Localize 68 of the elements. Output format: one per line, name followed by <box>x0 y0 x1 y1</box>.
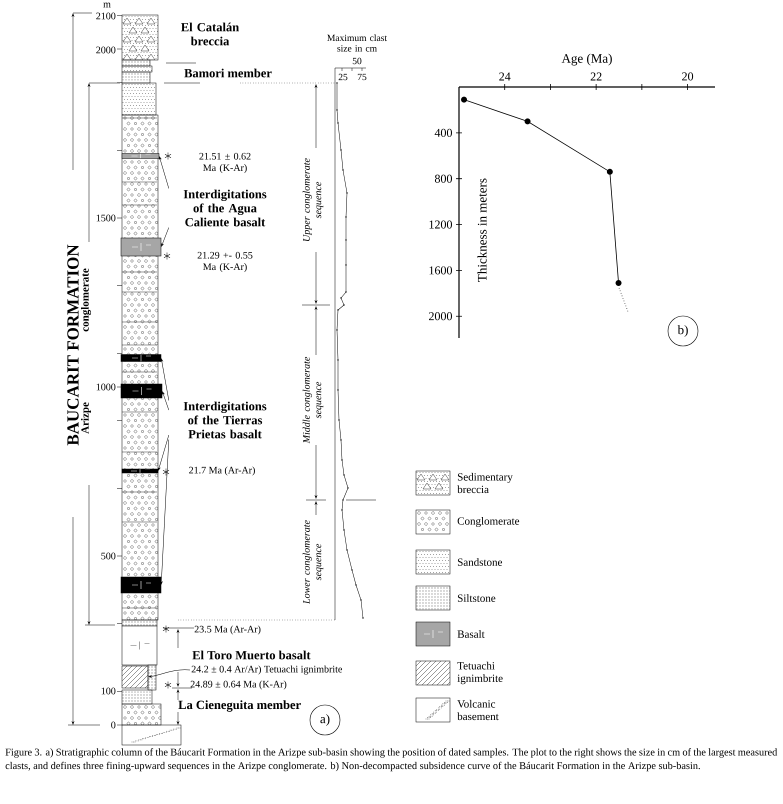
leader-arrow <box>158 434 170 471</box>
member-label: conglomerate <box>80 268 92 332</box>
tick-label: 75 <box>358 74 366 80</box>
legend-label: Conglomerate <box>458 517 520 527</box>
point <box>524 118 531 124</box>
x-tick-label: 24 <box>499 72 511 80</box>
basalt-layer <box>120 238 162 256</box>
legend-label: Tetuachi ignimbrite <box>457 662 503 684</box>
legend-label: Basalt <box>458 630 485 638</box>
legend-label: Sedimentary breccia <box>457 472 513 494</box>
basalt-layer <box>120 384 162 398</box>
y-tick-label: 1600 <box>430 266 452 274</box>
date-label: 23.5 Ma (Ar-Ar) <box>194 625 260 635</box>
depth-label: 500 <box>101 552 116 560</box>
leader-arrow <box>161 227 170 247</box>
leader-arrow <box>158 156 170 189</box>
legend-label: Volcanic basement <box>457 700 499 720</box>
y-tick-label: 2000 <box>429 312 452 320</box>
panel-label: a) <box>310 704 340 736</box>
depth-label: 0 <box>111 722 116 728</box>
legend-label: Sandstone <box>458 558 502 566</box>
basalt-layer <box>122 153 160 159</box>
x-axis-title: Age (Ma) <box>562 54 612 66</box>
date-label: 24.2 ± 0.4 Ar/Ar) Tetuachi ignimbrite <box>192 665 342 675</box>
x-tick-label: 20 <box>682 72 694 80</box>
y-axis-title: Thickness in meters <box>477 178 487 282</box>
leader-arrow <box>160 439 170 585</box>
tick-label: 25 <box>338 74 348 80</box>
sequence-label: Lower conglomerate sequence <box>302 520 324 604</box>
panel-label: b) <box>668 316 698 346</box>
sequence-label: Middle conglomerate sequence <box>302 356 324 444</box>
y-tick-label: 1200 <box>430 220 452 229</box>
unit-label: Interdigitations of the Tierras Prietas basalt <box>184 402 266 438</box>
unit-label: Bamori member <box>184 68 272 78</box>
legend-label: Siltstone <box>458 594 496 602</box>
x-tick-label: 22 <box>590 72 602 80</box>
date-label: 21.29 +- 0.55 Ma (K-Ar) <box>198 252 252 272</box>
unit-label: m <box>103 2 111 8</box>
y-tick-label: 400 <box>434 128 452 137</box>
y-tick-label: 800 <box>434 174 452 183</box>
leader-arrow <box>162 391 170 410</box>
ignimbrite-layer <box>122 666 148 688</box>
axis-title: Maximum clast size in cm <box>327 34 388 52</box>
depth-label: 100 <box>102 688 116 694</box>
basalt-layer <box>120 354 162 362</box>
unit-label: Interdigitations of the Agua Caliente basalt <box>184 190 266 226</box>
formation-label: BAUCARIT FORMATION <box>67 244 79 446</box>
point <box>606 168 613 175</box>
depth-label: 2000 <box>96 46 116 54</box>
point <box>616 280 622 286</box>
sequence-label: Upper conglomerate sequence <box>302 158 324 241</box>
basalt-layer <box>122 468 158 474</box>
date-label: 21.7 Ma (Ar-Ar) <box>189 466 255 476</box>
date-label: 21.51 ± 0.62 Ma (K-Ar) <box>199 152 251 174</box>
depth-label: 2100 <box>96 12 116 20</box>
point <box>461 96 468 103</box>
date-label: 24.89 ± 0.64 Ma (K-Ar) <box>190 680 286 690</box>
member-label: Arizpe <box>81 402 91 434</box>
tick-label: 50 <box>352 58 362 64</box>
unit-label: El Toro Muerto basalt <box>192 650 311 660</box>
leader-arrow <box>148 670 190 678</box>
figure-caption: Figure 3. a) Stratigraphic column of the Báucarit Formation in the Arizpe sub-basin showing the position of dated samples. The plot to the right shows the size in cm of the largest measured clasts, and defines three fining-upward sequences in the Arizpe conglomerate. b) Non-decompacted subsidence curve of the Báucarit Formation in the Arizpe sub-basin. <box>6 748 778 772</box>
unit-label: La Cieneguita member <box>178 700 301 712</box>
basalt-layer <box>120 576 162 594</box>
depth-label: 1000 <box>96 384 116 390</box>
leader-arrow <box>160 358 170 401</box>
unit-label: El Catalán breccia <box>181 22 239 46</box>
depth-label: 1500 <box>96 214 116 222</box>
